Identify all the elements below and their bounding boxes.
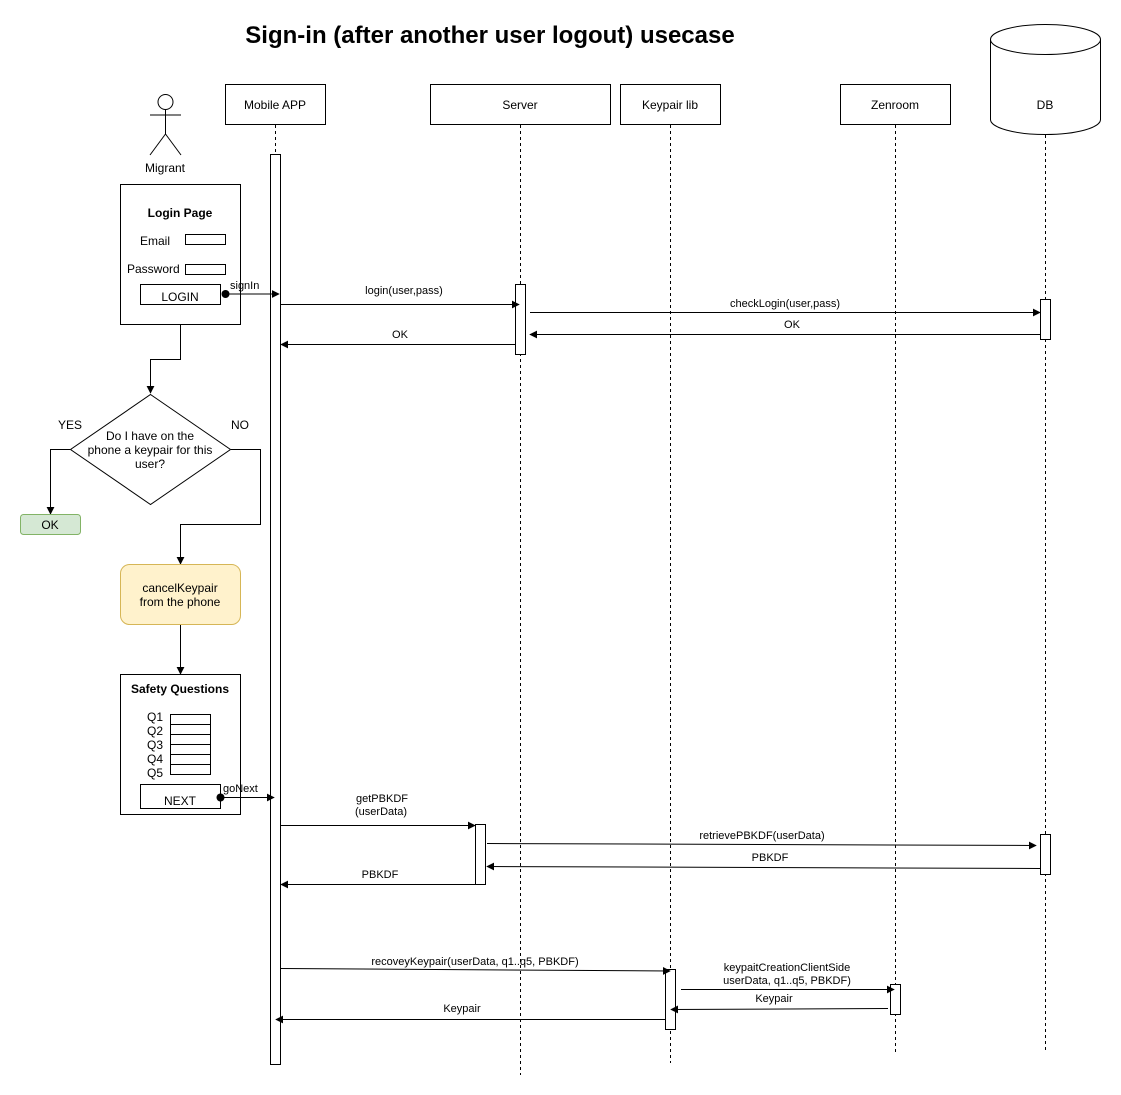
diagram-title: Sign-in (after another user logout) usec…: [245, 22, 734, 49]
flow-connectors: [46, 325, 261, 675]
cancel-keypair-box: cancelKeypair from the phone: [120, 564, 241, 625]
question-labels: Q1 Q2 Q3 Q4 Q5: [147, 710, 163, 780]
recovery-keypair-label: recoveyKeypair(userData, q1..q5, PBKDF): [371, 956, 578, 968]
ok-outcome-label: OK: [41, 518, 58, 532]
question-label: Q5: [147, 766, 163, 780]
question-fields: [170, 714, 211, 775]
password-field[interactable]: [185, 264, 226, 275]
question-field-q1[interactable]: [170, 714, 211, 725]
signin-label: signIn: [230, 280, 259, 292]
lifeline-zenroom: Zenroom: [840, 84, 951, 125]
login-page-title: Login Page: [148, 206, 213, 220]
cancel-keypair-line1: cancelKeypair: [142, 581, 217, 595]
question-field-extra[interactable]: [170, 764, 211, 775]
message-check-login: checkLogin(user,pass): [530, 298, 1041, 317]
message-retrieve-pbkdf: retrievePBKDF(userData): [486, 830, 1037, 850]
message-ok-server: OK: [280, 329, 515, 349]
ok-outcome-box: OK: [20, 514, 81, 535]
activation-db-2: [1040, 834, 1051, 875]
question-field-q3[interactable]: [170, 734, 211, 745]
lifeline-keypair-label: Keypair lib: [642, 98, 698, 112]
decision-text-line3: user?: [135, 457, 165, 471]
message-recovery-keypair: recoveyKeypair(userData, q1..q5, PBKDF): [280, 956, 671, 975]
retrieve-pbkdf-label: retrievePBKDF(userData): [699, 830, 824, 842]
decision-no-label: NO: [231, 418, 249, 432]
password-label: Password: [127, 262, 180, 276]
lifeline-dashes: [275, 125, 1046, 1075]
login-message-label: login(user,pass): [365, 285, 443, 297]
activation-keypair: [665, 969, 676, 1030]
message-pbkdf-db: PBKDF: [486, 852, 1041, 871]
activation-server-1: [515, 284, 526, 355]
keypair-zenroom-label: Keypair: [755, 993, 793, 1005]
activation-mobile: [270, 154, 281, 1065]
ok-db-label: OK: [784, 319, 801, 331]
question-label: Q4: [147, 752, 163, 766]
lifeline-db-label: DB: [1037, 98, 1054, 112]
decision-yes-label: YES: [58, 418, 82, 432]
activation-server-2: [475, 824, 486, 885]
actor-label: Migrant: [145, 161, 186, 175]
lifeline-mobile-label: Mobile APP: [244, 98, 306, 112]
next-button-label: NEXT: [164, 794, 197, 808]
question-label: Q1: [147, 710, 163, 724]
database-cylinder: DB: [990, 24, 1101, 135]
cancel-keypair-line2: from the phone: [140, 595, 221, 609]
message-login: login(user,pass): [281, 285, 520, 309]
email-field[interactable]: [185, 234, 226, 245]
keypair-lib-label: Keypair: [443, 1003, 481, 1015]
keypair-creation-label-line2: userData, q1..q5, PBKDF): [723, 975, 851, 987]
pbkdf-db-label: PBKDF: [752, 852, 789, 864]
login-button-label: LOGIN: [161, 290, 198, 304]
gonext-label: goNext: [223, 783, 258, 795]
email-label: Email: [140, 234, 170, 248]
actor-migrant: [149, 94, 182, 156]
decision-diamond: Do I have on the phone a keypair for thi…: [69, 393, 232, 506]
lifeline-server-label: Server: [502, 98, 537, 112]
ok-server-label: OK: [392, 329, 409, 341]
message-gonext: goNext: [216, 783, 275, 802]
question-field-q4[interactable]: [170, 744, 211, 755]
safety-questions-title: Safety Questions: [131, 682, 229, 696]
lifeline-mobile-app: Mobile APP: [225, 84, 326, 125]
next-button[interactable]: [140, 784, 221, 809]
pbkdf-server-label: PBKDF: [362, 869, 399, 881]
message-keypair-zenroom: Keypair: [670, 993, 889, 1014]
lifeline-keypair-lib: Keypair lib: [620, 84, 721, 125]
activation-db-1: [1040, 299, 1051, 340]
message-get-pbkdf: getPBKDF (userData): [281, 793, 476, 830]
message-keypair-lib: Keypair: [275, 1003, 665, 1024]
keypair-creation-label-line1: keypaitCreationClientSide: [724, 962, 851, 974]
login-page-frame: Login Page Email Password LOGIN: [120, 184, 241, 325]
get-pbkdf-label-line1: getPBKDF: [356, 793, 408, 805]
message-keypair-creation: keypaitCreationClientSide userData, q1..…: [681, 962, 895, 994]
activation-zenroom: [890, 984, 901, 1015]
lifeline-zenroom-label: Zenroom: [871, 98, 919, 112]
question-label: Q2: [147, 724, 163, 738]
message-ok-db: OK: [529, 319, 1040, 339]
lifeline-server: Server: [430, 84, 611, 125]
check-login-label: checkLogin(user,pass): [730, 298, 840, 310]
login-button[interactable]: [140, 284, 221, 305]
message-pbkdf-server: PBKDF: [280, 869, 475, 889]
question-field-q2[interactable]: [170, 724, 211, 735]
decision-text-line1: Do I have on the: [106, 429, 194, 443]
question-field-q5[interactable]: [170, 754, 211, 765]
question-label: Q3: [147, 738, 163, 752]
get-pbkdf-label-line2: (userData): [355, 806, 407, 818]
safety-questions-frame: Safety Questions Q1 Q2 Q3 Q4 Q5 NEXT: [120, 674, 241, 815]
decision-text-line2: phone a keypair for this: [88, 443, 213, 457]
message-signin: signIn: [221, 280, 280, 298]
